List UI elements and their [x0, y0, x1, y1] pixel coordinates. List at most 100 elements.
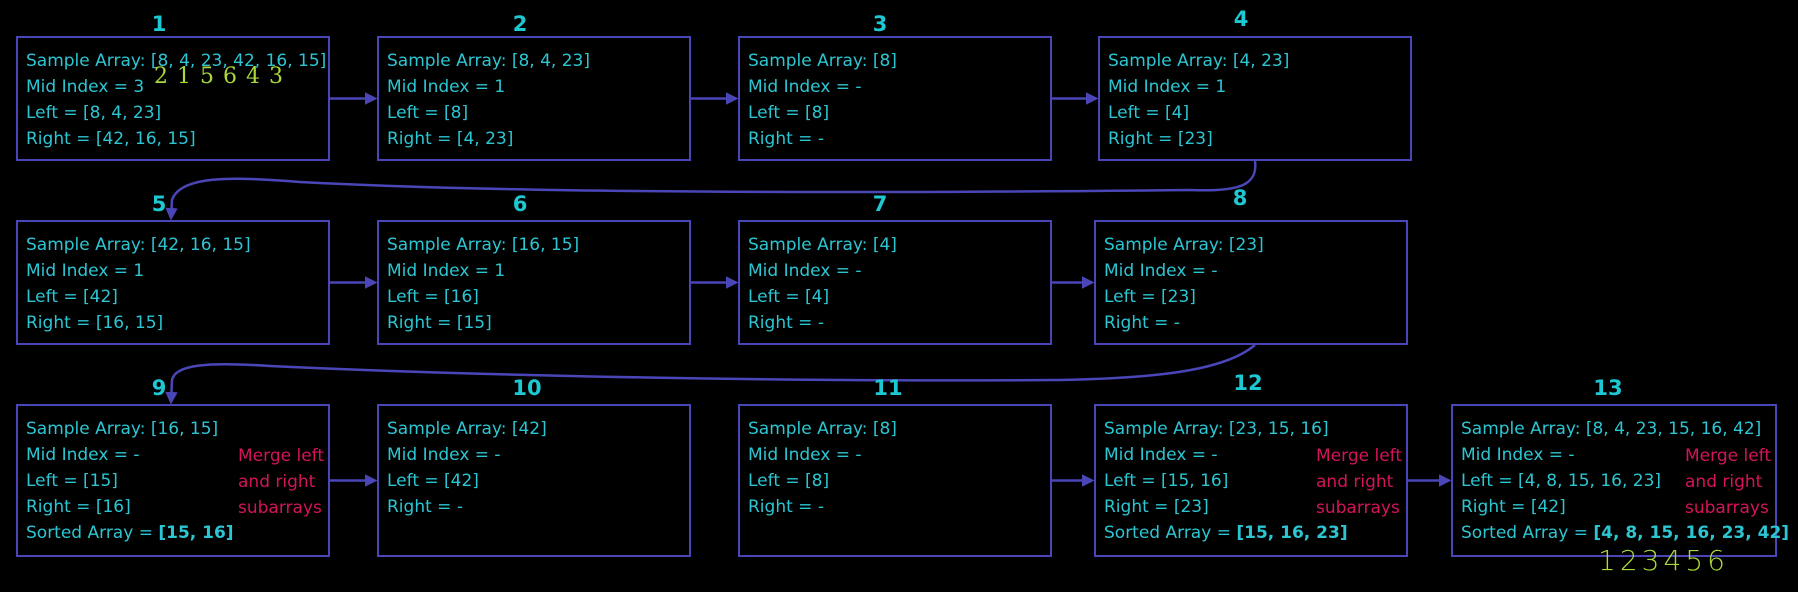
wrap-arrow — [165, 344, 1256, 405]
step-number: 10 — [512, 376, 542, 400]
right-text: Right = [15] — [387, 313, 492, 333]
sorted-array-value: [15, 16, 23] — [1236, 523, 1348, 543]
mid-index-text: Mid Index = - — [748, 77, 862, 97]
sample-array-text: Sample Array: [4] — [748, 235, 897, 255]
left-text: Left = [23] — [1104, 287, 1196, 307]
sample-array-text: Sample Array: [8, 4, 23, 15, 16, 42] — [1461, 419, 1762, 439]
sample-array-text: Sample Array: [8, 4, 23] — [387, 51, 590, 71]
left-text: Left = [15] — [26, 471, 118, 491]
merge-note-line: subarrays — [1685, 498, 1769, 518]
mid-index-text: Mid Index = 1 — [387, 261, 506, 281]
step-number: 12 — [1233, 371, 1263, 395]
mid-index-text: Mid Index = 1 — [26, 261, 145, 281]
mid-index-text: Mid Index = 1 — [1108, 77, 1227, 97]
step-number: 4 — [1233, 7, 1249, 31]
left-text: Left = [42] — [387, 471, 479, 491]
sample-array-text: Sample Array: [23, 15, 16] — [1104, 419, 1329, 439]
step-number: 13 — [1593, 376, 1623, 400]
step-box: Sample Array: [4, 23] Mid Index = 1 Left =… — [1098, 36, 1412, 161]
merge-note-line: Merge left — [1685, 446, 1772, 466]
step-box: Sample Array: [16, 15] Mid Index = - Left … — [16, 404, 330, 557]
right-text: Right = [23] — [1108, 129, 1213, 149]
step-number: 7 — [872, 192, 888, 216]
right-text: Right = [42] — [1461, 497, 1566, 517]
sample-array-text: Sample Array: [23] — [1104, 235, 1264, 255]
merge-note: Merge left and right subarrays — [1685, 443, 1771, 521]
left-text: Left = [16] — [387, 287, 479, 307]
left-text: Left = [15, 16] — [1104, 471, 1229, 491]
sorted-array-label: Sorted Array = — [26, 523, 159, 543]
right-text: Right = [23] — [1104, 497, 1209, 517]
handwritten-index-marks: 2 1 5 6 4 3 — [154, 64, 284, 89]
left-text: Left = [8] — [387, 103, 469, 123]
sorted-array-label: Sorted Array = — [1461, 523, 1594, 543]
step-box: Sample Array: [23, 15, 16] Mid Index = - L… — [1094, 404, 1408, 557]
sample-array-text: Sample Array: [8] — [748, 419, 897, 439]
merge-note-line: Merge left — [238, 446, 325, 466]
step-box: Sample Array: [4] Mid Index = - Left = [4]… — [738, 220, 1052, 345]
left-text: Left = [4, 8, 15, 16, 23] — [1461, 471, 1662, 491]
mid-index-text: Mid Index = - — [1461, 445, 1575, 465]
sample-array-text: Sample Array: [8] — [748, 51, 897, 71]
step-number: 1 — [151, 12, 167, 36]
merge-note-line: and right — [1685, 472, 1763, 492]
right-text: Right = - — [1104, 313, 1180, 333]
step-box: Sample Array: [8, 4, 23] Mid Index = 1 Lef… — [377, 36, 691, 161]
step-number: 2 — [512, 12, 528, 36]
sorted-array-text: Sorted Array = [15, 16, 23] — [1104, 523, 1348, 543]
sample-array-text: Sample Array: [4, 23] — [1108, 51, 1290, 71]
merge-note-line: subarrays — [238, 498, 322, 518]
mid-index-text: Mid Index = 1 — [387, 77, 506, 97]
mid-index-text: Mid Index = - — [26, 445, 140, 465]
step-number: 11 — [873, 376, 903, 400]
step-box: Sample Array: [8] Mid Index = - Left = [8]… — [738, 36, 1052, 161]
step-box: Sample Array: [8, 4, 23, 42, 16, 15] Mid … — [16, 36, 330, 161]
sorted-array-text: Sorted Array = [15, 16] — [26, 523, 234, 543]
left-text: Left = [8] — [748, 471, 830, 491]
sample-array-text: Sample Array: [8, 4, 23, 42, 16, 15] — [26, 51, 327, 71]
left-text: Left = [42] — [26, 287, 118, 307]
merge-note-line: and right — [1316, 472, 1394, 492]
left-text: Left = [4] — [1108, 103, 1190, 123]
left-text: Left = [4] — [748, 287, 830, 307]
right-text: Right = [4, 23] — [387, 129, 514, 149]
left-text: Left = [8] — [748, 103, 830, 123]
merge-note: Merge left and right subarrays — [1316, 443, 1402, 521]
right-text: Right = - — [748, 313, 824, 333]
sorted-array-value: [15, 16] — [158, 523, 234, 543]
step-number: 5 — [151, 192, 167, 216]
sample-array-text: Sample Array: [16, 15] — [387, 235, 580, 255]
step-box: Sample Array: [8, 4, 23, 15, 16, 42] Mid … — [1451, 404, 1789, 557]
mid-index-text: Mid Index = - — [748, 261, 862, 281]
merge-note-line: Merge left — [1316, 446, 1403, 466]
handwritten-sorted-positions: 123456 — [1598, 544, 1729, 577]
sorted-array-value: [4, 8, 15, 16, 23, 42] — [1593, 523, 1790, 543]
wrap-arrow — [165, 160, 1257, 221]
merge-note-line: subarrays — [1316, 498, 1400, 518]
mid-index-text: Mid Index = - — [748, 445, 862, 465]
right-text: Right = [16] — [26, 497, 131, 517]
step-number: 9 — [151, 376, 167, 400]
sorted-array-label: Sorted Array = — [1104, 523, 1237, 543]
right-text: Right = [42, 16, 15] — [26, 129, 196, 149]
sample-array-text: Sample Array: [16, 15] — [26, 419, 219, 439]
step-number: 8 — [1232, 186, 1248, 210]
right-text: Right = [16, 15] — [26, 313, 164, 333]
step-number: 6 — [512, 192, 528, 216]
step-box: Sample Array: [23] Mid Index = - Left = [2… — [1094, 220, 1408, 345]
right-text: Right = - — [748, 129, 824, 149]
mid-index-text: Mid Index = 3 — [26, 77, 145, 97]
sample-array-text: Sample Array: [42, 16, 15] — [26, 235, 251, 255]
mid-index-text: Mid Index = - — [1104, 445, 1218, 465]
step-box: Sample Array: [42, 16, 15] Mid Index = 1 L… — [16, 220, 330, 345]
sample-array-text: Sample Array: [42] — [387, 419, 547, 439]
right-text: Right = - — [748, 497, 824, 517]
step-number: 3 — [872, 12, 888, 36]
step-box: Sample Array: [42]Mid Index = -Left = [4… — [377, 404, 691, 557]
step-box: Sample Array: [16, 15] Mid Index = 1 Left … — [377, 220, 691, 345]
left-text: Left = [8, 4, 23] — [26, 103, 162, 123]
mid-index-text: Mid Index = - — [1104, 261, 1218, 281]
step-box: Sample Array: [8] Mid Index = - Left = [8]… — [738, 404, 1052, 557]
